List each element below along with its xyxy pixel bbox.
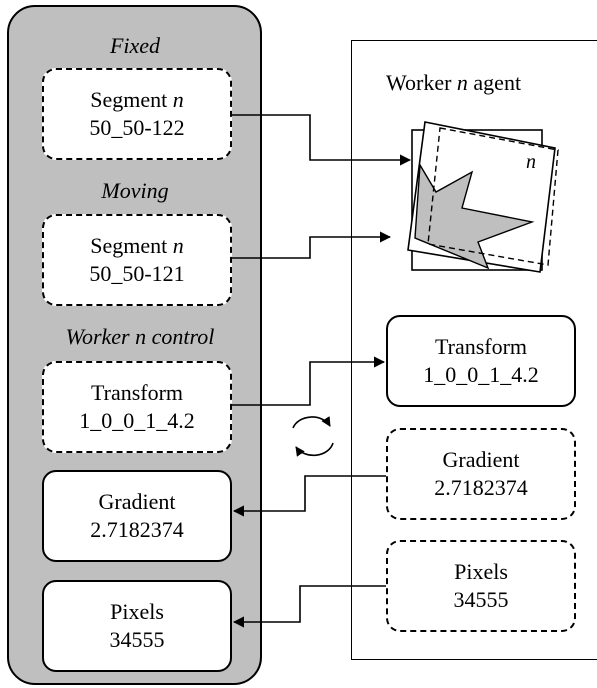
agent-gradient-label: Gradient (442, 447, 520, 472)
segment-shape (414, 162, 535, 270)
gradient-to-control-arrow (232, 475, 386, 517)
fixed-to-agent-arrow (232, 114, 412, 166)
overlapping-images-icon: n (407, 121, 559, 273)
control-transform-label: Transform (90, 380, 184, 405)
agent-pixels-value: 34555 (453, 587, 509, 612)
control-gradient-box: Gradient 2.7182374 (42, 470, 232, 562)
moving-segment-label: Segment n (90, 233, 184, 258)
fixed-heading: Fixed (109, 33, 161, 58)
agent-transform-label: Transform (434, 334, 528, 359)
control-pixels-box: Pixels 34555 (42, 580, 232, 672)
moving-segment-box: Segment n 50_50-121 (42, 214, 232, 306)
control-pixels-label: Pixels (110, 599, 164, 624)
agent-title: Worker n agent (386, 70, 522, 95)
control-transform-box: Transform 1_0_0_1_4.2 (42, 361, 232, 453)
agent-pixels-box: Pixels 34555 (386, 540, 576, 632)
control-pixels-value: 34555 (109, 627, 165, 652)
control-gradient-label: Gradient (98, 489, 176, 514)
fixed-segment-box: Segment n 50_50-122 (42, 68, 232, 160)
moving-to-agent-arrow (232, 231, 392, 259)
moving-segment-id: 50_50-121 (89, 261, 185, 286)
transformed-image-outline (427, 127, 559, 266)
control-transform-value: 1_0_0_1_4.2 (79, 408, 195, 433)
agent-transform-box: Transform 1_0_0_1_4.2 (386, 315, 576, 407)
pixels-to-control-arrow (232, 585, 386, 628)
control-gradient-value: 2.7182374 (90, 517, 184, 542)
agent-transform-value: 1_0_0_1_4.2 (423, 362, 539, 387)
circular-arrows-icon (292, 416, 334, 457)
image-label: n (526, 151, 536, 173)
fixed-segment-label: Segment n (90, 87, 184, 112)
control-heading: Worker n control (65, 324, 215, 349)
moving-heading: Moving (101, 178, 169, 203)
agent-pixels-label: Pixels (454, 559, 508, 584)
agent-gradient-value: 2.7182374 (434, 475, 528, 500)
agent-gradient-box: Gradient 2.7182374 (386, 428, 576, 520)
fixed-segment-id: 50_50-122 (89, 115, 185, 140)
transform-to-agent-arrow (232, 356, 386, 406)
